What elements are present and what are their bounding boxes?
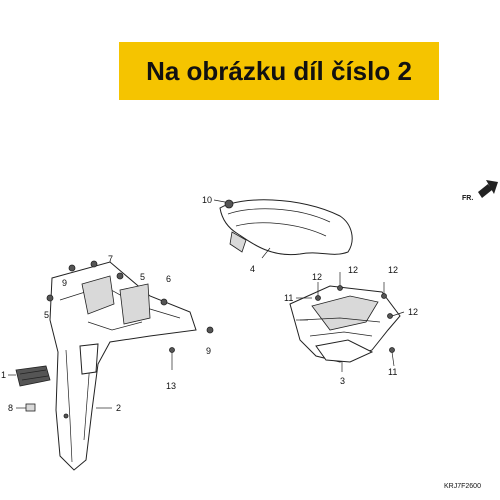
callout-3: 3 [340,376,345,386]
callout-2: 2 [116,403,121,413]
callout-11-a: 11 [284,293,293,303]
part-4-inner-fender [219,199,353,256]
callout-1: 1 [1,370,6,380]
callout-numbers: 1 2 3 4 5 5 6 7 8 9 9 10 11 11 12 12 12 … [1,195,418,413]
leader-lines [8,199,343,409]
direction-label: FR. [462,195,473,202]
callout-10: 10 [202,195,212,205]
banner-text: Na obrázku díl číslo 2 [146,55,412,86]
callout-13: 13 [166,381,176,391]
callout-8: 8 [8,403,13,413]
callout-6: 6 [166,274,171,284]
callout-12-a: 12 [312,272,322,282]
callout-5-b: 5 [140,272,145,282]
part-8-clip [25,403,36,412]
callout-7: 7 [108,254,113,264]
part-1-reflector [15,365,51,387]
arrow-icon [478,180,498,198]
callout-9-a: 9 [62,278,67,288]
callout-4: 4 [250,264,255,274]
part-3-rear-bracket [289,272,405,367]
bolt-10-icon [224,199,234,209]
callout-12-d: 12 [408,307,418,317]
callout-11-b: 11 [388,367,397,377]
title-banner: Na obrázku díl číslo 2 [119,42,439,100]
front-direction-indicator: FR. [462,180,498,202]
callout-12-c: 12 [388,265,398,275]
callout-9-b: 9 [206,346,211,356]
diagram-code: KRJ7F2600 [444,483,481,490]
part-2-rear-fender [46,260,214,471]
callout-5-a: 5 [44,310,49,320]
callout-12-b: 12 [348,265,358,275]
